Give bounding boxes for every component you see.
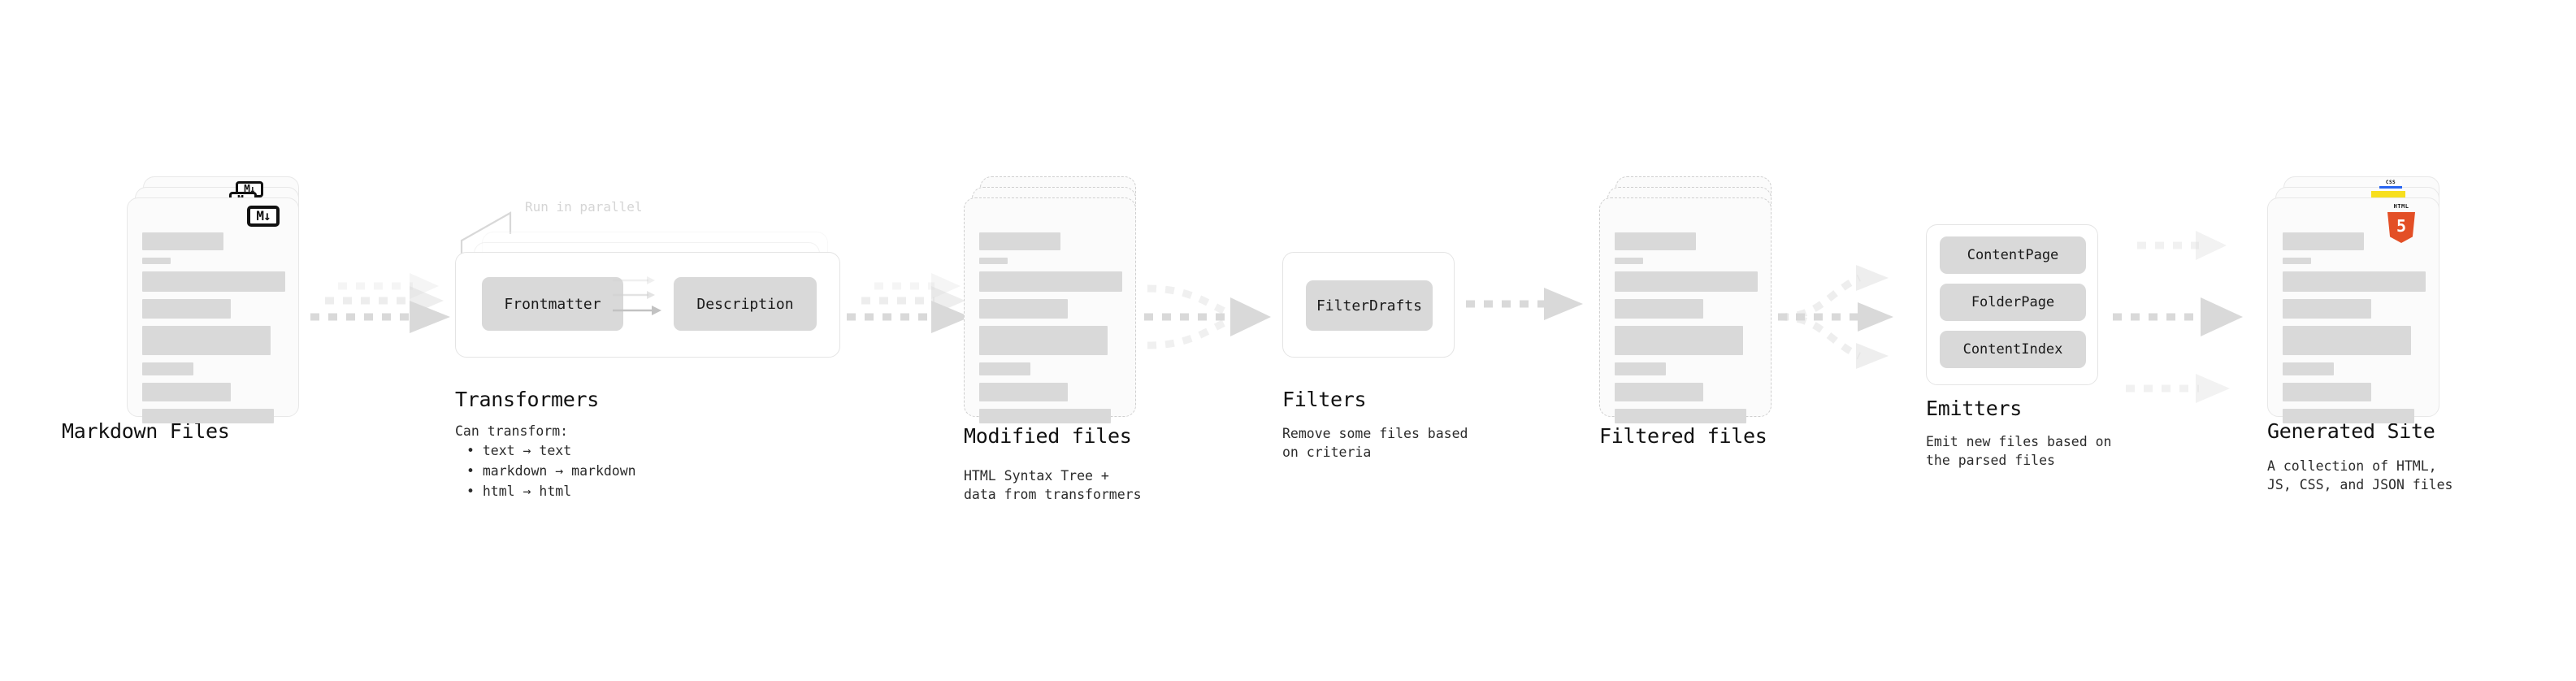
arrow-filters-to-filtered: [1466, 288, 1583, 320]
transformer-pill-frontmatter[interactable]: Frontmatter: [482, 277, 623, 331]
css-icon: CSS: [2379, 180, 2402, 189]
transformer-pill-description[interactable]: Description: [674, 277, 817, 331]
generated-site-subtitle-2: JS, CSS, and JSON files: [2267, 477, 2453, 492]
filtered-files-card-stack: [1599, 176, 1772, 423]
emitters-pill-contentpage[interactable]: ContentPage: [1940, 236, 2086, 274]
emitters-pill-contentindex[interactable]: ContentIndex: [1940, 331, 2086, 368]
modified-files-title: Modified files: [964, 424, 1132, 448]
generated-site-subtitle-1: A collection of HTML,: [2267, 458, 2437, 474]
markdown-file-content-lines: [142, 232, 285, 431]
markdown-badge-icon: M↓: [247, 206, 280, 227]
modified-files-subtitle-2: data from transformers: [964, 487, 1142, 502]
filtered-file-content-lines: [1615, 232, 1758, 431]
filters-subtitle-1: Remove some files based: [1282, 426, 1468, 441]
transformers-bullet-2: • markdown → markdown: [466, 463, 636, 479]
emitters-subtitle-2: the parsed files: [1926, 453, 2055, 468]
transformers-bullet-1: • text → text: [466, 443, 572, 458]
filtered-files-title: Filtered files: [1599, 424, 1767, 448]
filters-box: FilterDrafts: [1282, 252, 1455, 358]
markdown-files-card-stack: M↓ M↓ M↓: [127, 176, 299, 423]
html5-icon: HTML 5: [2387, 203, 2415, 243]
modified-files-subtitle-1: HTML Syntax Tree +: [964, 468, 1109, 484]
filters-title: Filters: [1282, 388, 1367, 411]
transformers-title: Transformers: [455, 388, 600, 411]
generated-site-card-stack: CSS HTML 5: [2267, 176, 2439, 423]
html5-icon-label: HTML: [2393, 203, 2409, 210]
transformers-subtitle: Can transform:: [455, 423, 569, 439]
filtered-file-card-front: [1599, 197, 1772, 423]
arrow-markdown-to-transformers: [310, 273, 450, 333]
generated-site-content-lines: [2283, 232, 2426, 431]
markdown-file-card-front: [127, 197, 299, 423]
arrow-filtered-to-emitters: [1778, 265, 1893, 369]
transformers-bullet-3: • html → html: [466, 484, 572, 499]
modified-file-content-lines: [979, 232, 1122, 431]
emitters-box: ContentPage FolderPage ContentIndex: [1926, 224, 2098, 385]
modified-files-card-stack: [964, 176, 1136, 423]
modified-file-card-front: [964, 197, 1136, 423]
arrow-modified-to-filters: [1144, 284, 1271, 349]
emitters-subtitle-1: Emit new files based on: [1926, 434, 2112, 449]
emitters-title: Emitters: [1926, 397, 2023, 420]
run-in-parallel-label: Run in parallel: [525, 199, 643, 215]
transformer-box-front: Frontmatter Description: [455, 252, 840, 358]
filters-subtitle-2: on criteria: [1282, 445, 1372, 460]
arrow-emitters-to-site: [2113, 231, 2243, 403]
emitters-pill-folderpage[interactable]: FolderPage: [1940, 284, 2086, 321]
filters-pill-filterdrafts[interactable]: FilterDrafts: [1306, 280, 1433, 331]
html5-icon-shield: 5: [2387, 212, 2415, 243]
